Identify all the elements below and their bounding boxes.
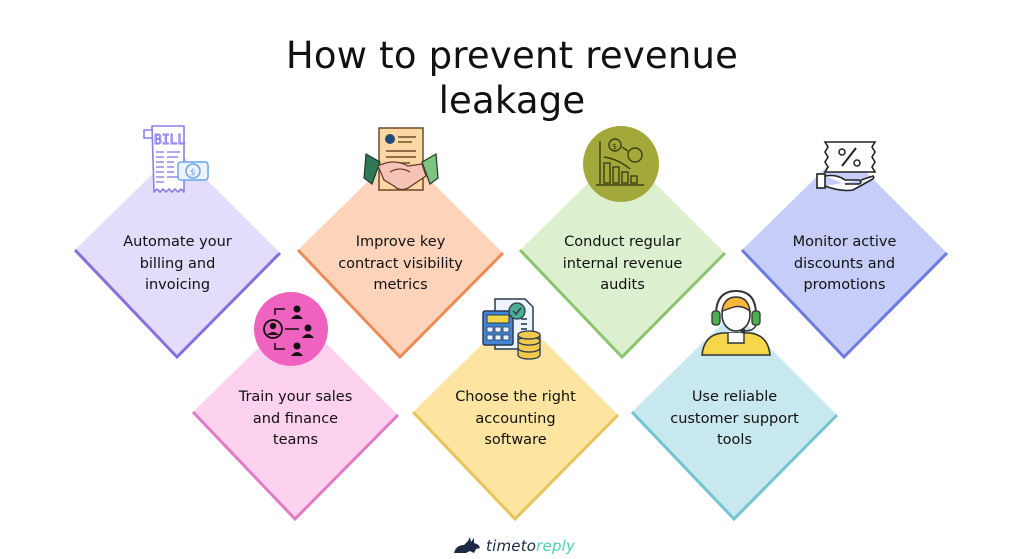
discount-coupon-hand-icon bbox=[815, 140, 881, 196]
card-line: Use reliable bbox=[691, 389, 778, 405]
brand-footer: timetoreply bbox=[452, 535, 575, 557]
calculator-coins-icon bbox=[481, 297, 545, 361]
svg-text:$: $ bbox=[612, 142, 617, 151]
card-label: Choose the right accounting software bbox=[443, 387, 588, 452]
card-line: accounting bbox=[475, 410, 556, 427]
card-line: and finance bbox=[252, 410, 339, 427]
card-line: Conduct regular bbox=[564, 234, 681, 250]
diamond-shape bbox=[73, 150, 282, 360]
card-label: Train your sales and finance teams bbox=[223, 387, 368, 452]
svg-text:$: $ bbox=[190, 168, 196, 178]
page-title: How to prevent revenue leakage bbox=[0, 33, 1024, 123]
diamond-shape bbox=[296, 150, 505, 360]
card-automate-billing: Automate your billing and invoicing bbox=[73, 150, 282, 360]
card-line: contract visibility bbox=[338, 255, 463, 272]
card-accounting-software: Choose the right accounting software bbox=[411, 312, 620, 522]
card-label: Conduct regular internal revenue audits bbox=[550, 232, 695, 297]
card-contract-visibility: Improve key contract visibility metrics bbox=[296, 150, 505, 360]
card-support-tools: Use reliable customer support tools bbox=[630, 312, 839, 522]
card-label: Improve key contract visibility metrics bbox=[328, 232, 473, 297]
card-line: software bbox=[484, 432, 547, 448]
card-line: Choose the right bbox=[455, 389, 576, 405]
card-line: billing and bbox=[139, 255, 216, 272]
card-line: audits bbox=[600, 277, 645, 293]
diamond-shape bbox=[630, 312, 839, 522]
diamond-shape bbox=[740, 150, 949, 360]
diamond-shape bbox=[518, 150, 727, 360]
card-train-teams: Train your sales and finance teams bbox=[191, 312, 400, 522]
handshake-contract-icon bbox=[363, 126, 439, 196]
declining-chart-audit-icon: $ bbox=[582, 125, 660, 203]
brand-part-2: reply bbox=[536, 537, 576, 555]
svg-text:BILL: BILL bbox=[154, 133, 185, 148]
diamond-shape bbox=[191, 312, 400, 522]
card-label: Use reliable customer support tools bbox=[662, 387, 807, 452]
card-line: metrics bbox=[373, 277, 428, 293]
team-training-icon bbox=[253, 291, 329, 367]
card-line: Monitor active bbox=[792, 234, 897, 250]
card-label: Monitor active discounts and promotions bbox=[772, 232, 917, 297]
card-line: Train your sales bbox=[238, 389, 353, 405]
title-line-2: leakage bbox=[438, 78, 586, 122]
bill-receipt-icon: BILL $ bbox=[140, 124, 212, 196]
card-line: internal revenue bbox=[562, 255, 683, 272]
brand-part-1: timeto bbox=[486, 537, 537, 555]
card-line: customer support bbox=[670, 410, 799, 427]
card-line: teams bbox=[272, 432, 319, 448]
brand-name: timetoreply bbox=[486, 537, 575, 555]
card-line: invoicing bbox=[144, 277, 211, 293]
card-line: Improve key bbox=[355, 234, 446, 250]
card-label: Automate your billing and invoicing bbox=[105, 232, 250, 297]
diamond-shape bbox=[411, 312, 620, 522]
card-line: promotions bbox=[803, 277, 886, 293]
support-agent-headset-icon bbox=[698, 287, 774, 357]
title-line-1: How to prevent revenue bbox=[285, 33, 739, 77]
card-discounts-promotions: Monitor active discounts and promotions bbox=[740, 150, 949, 360]
card-line: Automate your bbox=[123, 234, 232, 250]
card-line: discounts and bbox=[793, 255, 896, 272]
card-line: tools bbox=[716, 432, 752, 448]
card-revenue-audits: Conduct regular internal revenue audits bbox=[518, 150, 727, 360]
rabbit-logo-icon bbox=[454, 537, 480, 553]
